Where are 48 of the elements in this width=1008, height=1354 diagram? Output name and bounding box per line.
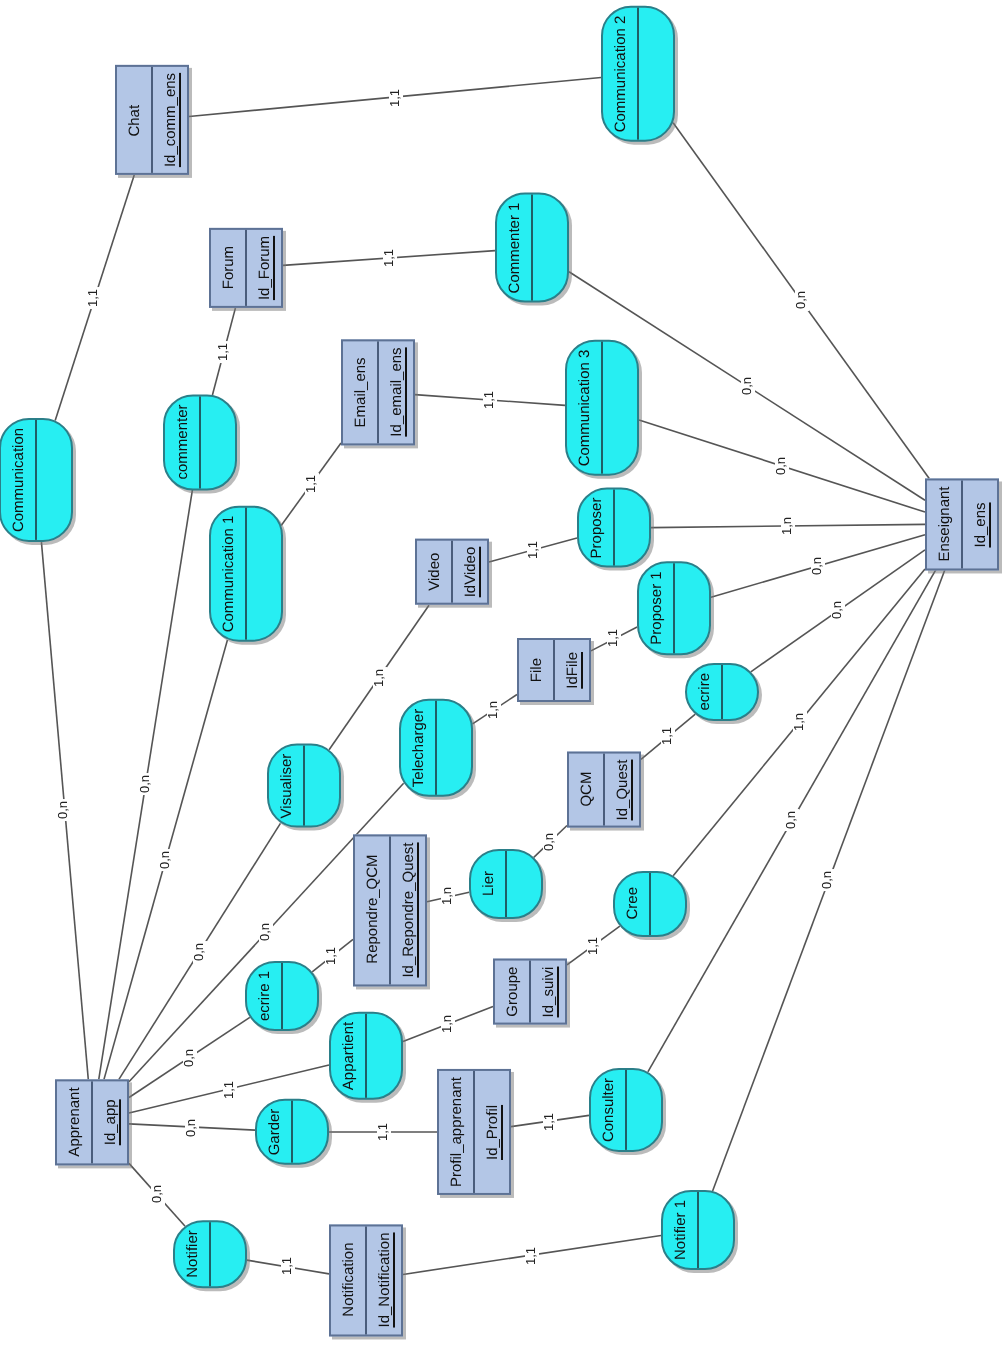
connector-line xyxy=(510,1114,590,1128)
entity-box xyxy=(209,227,283,309)
connector-line xyxy=(638,419,926,513)
connector-line xyxy=(568,270,926,502)
entity-box xyxy=(415,538,489,606)
connector-line xyxy=(590,626,638,652)
connector-line xyxy=(282,249,496,267)
connector-line xyxy=(97,488,194,1081)
connector-line xyxy=(211,307,237,396)
entity-box xyxy=(925,478,999,570)
connector-line xyxy=(672,122,930,480)
connector-line xyxy=(471,693,518,725)
connector-line xyxy=(40,541,90,1081)
entity-box xyxy=(493,958,567,1026)
connector-line xyxy=(118,822,282,1081)
connector-line xyxy=(672,568,926,877)
connector-line xyxy=(566,925,621,966)
connector-line xyxy=(750,549,926,673)
connector-line xyxy=(128,782,405,1083)
connector-line xyxy=(188,76,602,118)
connector-line xyxy=(647,568,937,1073)
connector-line xyxy=(402,1234,662,1276)
connector-line xyxy=(280,442,342,527)
entity-box xyxy=(517,638,591,702)
connector-line xyxy=(328,1131,438,1133)
connector-line xyxy=(414,393,566,407)
connector-line xyxy=(488,537,578,563)
connector-line xyxy=(402,1005,494,1043)
entity-box xyxy=(567,751,641,829)
connector-line xyxy=(128,1123,256,1131)
connector-line xyxy=(128,1016,251,1099)
connector-line xyxy=(640,713,697,761)
entity-box xyxy=(353,834,427,986)
connector-line xyxy=(128,1064,330,1114)
connector-line xyxy=(54,174,136,422)
connector-line xyxy=(128,1162,186,1227)
entity-box xyxy=(55,1079,129,1165)
entity-box xyxy=(341,339,415,445)
connector-line xyxy=(650,523,926,529)
connector-line xyxy=(328,604,430,751)
connector-line xyxy=(311,938,354,973)
connector-line xyxy=(711,568,946,1192)
connector-line xyxy=(246,1259,330,1275)
connector-line xyxy=(710,534,926,598)
entity-box xyxy=(437,1068,511,1196)
entity-box xyxy=(329,1224,403,1336)
connector-line xyxy=(103,639,229,1081)
entity-box xyxy=(115,64,189,176)
